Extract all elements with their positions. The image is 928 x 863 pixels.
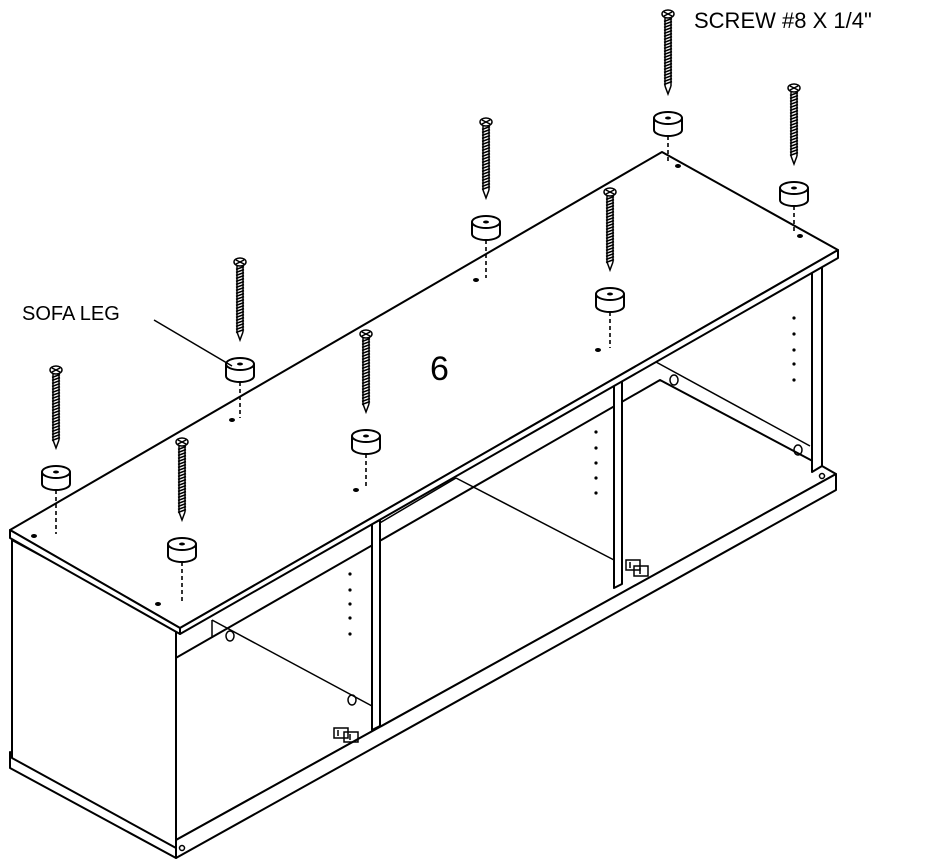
back-edge-left [211, 619, 373, 707]
hinge-icon [333, 727, 359, 743]
sofa-leg-label: SOFA LEG [22, 303, 120, 325]
back-edge-mid2 [455, 477, 615, 561]
shelf-pin-holes [178, 316, 826, 852]
sofa-leg-icon [779, 181, 809, 207]
sofa-leg-leader [153, 319, 233, 367]
divider-right [613, 377, 623, 589]
sofa-leg-icon [351, 429, 381, 455]
screw-icon [787, 83, 801, 167]
screw-icon [233, 257, 247, 343]
right-side-panel [811, 261, 823, 473]
sofa-leg-icon [595, 287, 625, 313]
hinge-icon [625, 559, 649, 577]
screw-icon [661, 9, 675, 97]
back-edge-mid [377, 477, 457, 525]
screw-icon [479, 117, 493, 201]
screw-label: SCREW #8 X 1/4" [694, 8, 872, 33]
sofa-leg-icon [41, 465, 71, 491]
screw-icon [49, 365, 63, 451]
screw-icon [359, 329, 373, 415]
screw-icon [175, 437, 189, 523]
bottom-panel-side-edge [175, 473, 837, 859]
sofa-leg-icon [167, 537, 197, 563]
hardware-group [41, 9, 809, 602]
top-panel-holes [31, 164, 803, 606]
sofa-leg-icon [471, 215, 501, 241]
sofa-leg-icon [653, 111, 683, 137]
sofa-leg-icon [225, 357, 255, 383]
step-number: 6 [430, 350, 449, 388]
screw-icon [603, 187, 617, 273]
top-panel-side-edge [179, 249, 839, 635]
divider-left [371, 519, 381, 731]
back-edge-right2 [655, 361, 811, 447]
cabinet [9, 151, 839, 859]
